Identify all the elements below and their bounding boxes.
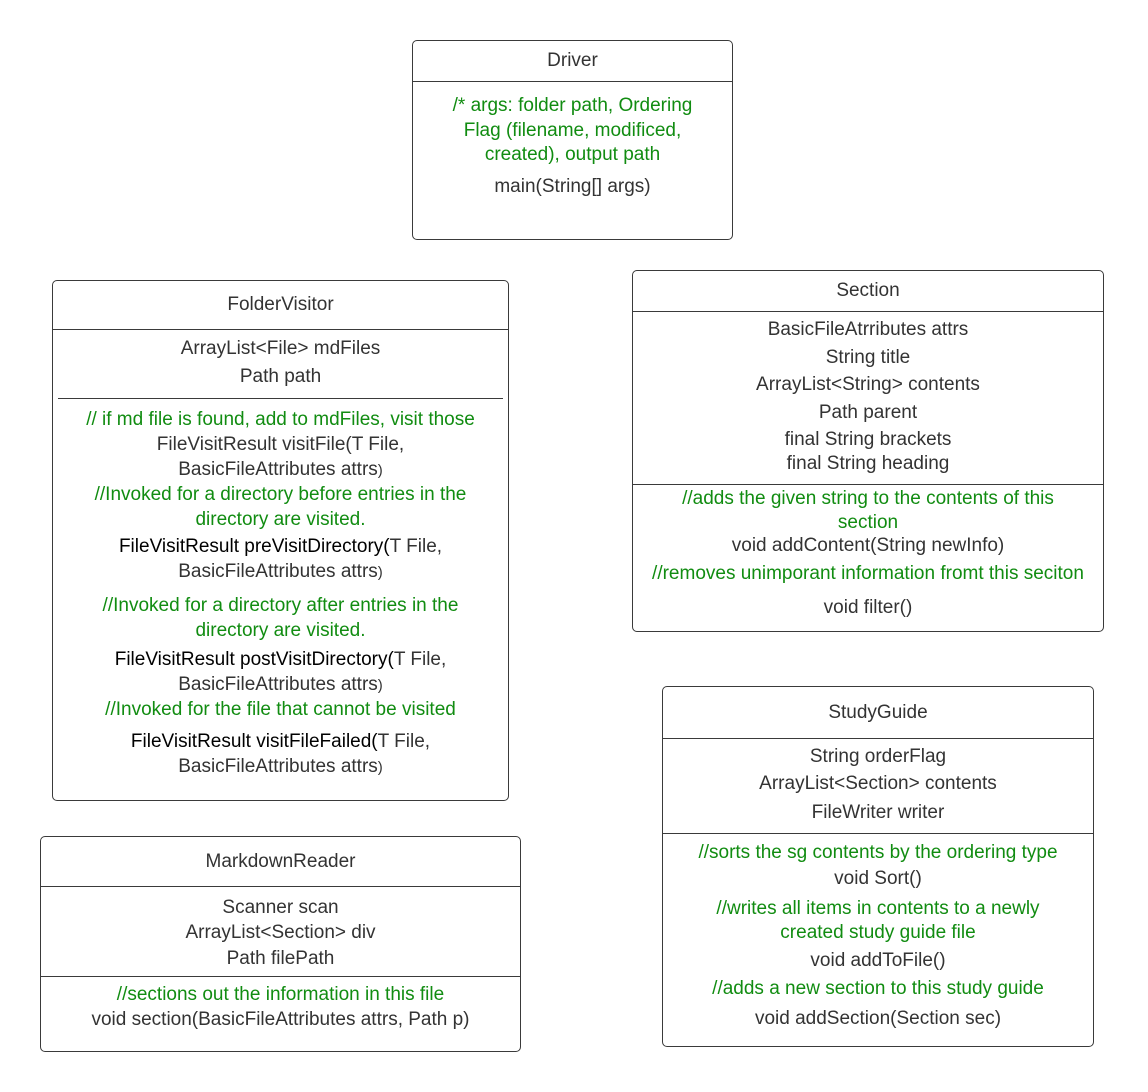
method-signature-cont: BasicFileAttributes attrs) bbox=[178, 756, 383, 777]
field: Path parent bbox=[818, 402, 918, 423]
field: Scanner scan bbox=[222, 897, 339, 918]
field: final String brackets bbox=[784, 429, 952, 450]
method-comment: //writes all items in contents to a newl… bbox=[716, 898, 1040, 919]
method-signature: void addContent(String newInfo) bbox=[731, 535, 1005, 556]
field: BasicFileAtrributes attrs bbox=[767, 319, 969, 340]
field: ArrayList<Section> contents bbox=[759, 773, 997, 794]
compartment-divider bbox=[633, 484, 1103, 485]
driver-comment-line: /* args: folder path, Ordering bbox=[452, 95, 693, 116]
compartment-divider bbox=[663, 833, 1093, 834]
driver-comment-line: created), output path bbox=[484, 144, 661, 165]
field: Path filePath bbox=[226, 948, 335, 969]
class-markdown-reader: MarkdownReader Scanner scan ArrayList<Se… bbox=[40, 836, 521, 1052]
class-name-driver: Driver bbox=[413, 41, 732, 82]
class-study-guide: StudyGuide String orderFlag ArrayList<Se… bbox=[662, 686, 1094, 1047]
method-signature: FileVisitResult postVisitDirectory(T Fil… bbox=[114, 649, 447, 670]
class-folder-visitor: FolderVisitor ArrayList<File> mdFiles Pa… bbox=[52, 280, 509, 801]
method-comment: //Invoked for the file that cannot be vi… bbox=[105, 699, 456, 720]
method-comment: //sections out the information in this f… bbox=[116, 984, 445, 1005]
method-comment: directory are visited. bbox=[195, 509, 366, 530]
compartment-divider bbox=[41, 976, 520, 977]
class-name-section: Section bbox=[633, 271, 1103, 312]
class-name-study-guide: StudyGuide bbox=[663, 687, 1093, 739]
method-signature: void section(BasicFileAttributes attrs, … bbox=[91, 1009, 470, 1030]
field: ArrayList<Section> div bbox=[185, 922, 376, 943]
compartment-divider bbox=[58, 398, 503, 399]
field: String orderFlag bbox=[809, 746, 947, 767]
method-signature-cont: BasicFileAttributes attrs) bbox=[178, 674, 383, 695]
driver-method-main: main(String[] args) bbox=[494, 176, 651, 197]
field: String title bbox=[825, 347, 911, 368]
field: FileWriter writer bbox=[811, 802, 945, 823]
field: Path path bbox=[239, 366, 322, 387]
method-comment: //sorts the sg contents by the ordering … bbox=[698, 842, 1058, 863]
field: final String heading bbox=[786, 453, 950, 474]
method-comment: //Invoked for a directory after entries … bbox=[102, 595, 459, 616]
method-comment: created study guide file bbox=[780, 922, 976, 943]
method-signature: FileVisitResult visitFileFailed(T File, bbox=[130, 731, 431, 752]
method-comment: //Invoked for a directory before entries… bbox=[94, 484, 467, 505]
method-comment: //adds the given string to the contents … bbox=[682, 488, 1054, 509]
class-driver: Driver /* args: folder path, Ordering Fl… bbox=[412, 40, 733, 240]
method-signature: void Sort() bbox=[834, 868, 922, 889]
method-signature: FileVisitResult visitFile(T File, bbox=[156, 434, 405, 455]
method-signature-cont: BasicFileAttributes attrs) bbox=[178, 459, 383, 480]
class-name-folder-visitor: FolderVisitor bbox=[53, 281, 508, 330]
field: ArrayList<String> contents bbox=[756, 374, 980, 395]
method-comment: //adds a new section to this study guide bbox=[712, 978, 1044, 999]
method-signature: void addToFile() bbox=[810, 950, 946, 971]
method-comment: directory are visited. bbox=[195, 620, 366, 641]
method-comment: // if md file is found, add to mdFiles, … bbox=[86, 409, 475, 430]
method-signature-cont: BasicFileAttributes attrs) bbox=[178, 561, 383, 582]
class-name-markdown-reader: MarkdownReader bbox=[41, 837, 520, 887]
driver-comment-line: Flag (filename, modificed, bbox=[463, 120, 682, 141]
method-comment: //removes unimporant information fromt t… bbox=[652, 563, 1084, 584]
method-comment: section bbox=[837, 512, 899, 533]
method-signature: void addSection(Section sec) bbox=[754, 1008, 1002, 1029]
method-signature: FileVisitResult preVisitDirectory(T File… bbox=[118, 536, 443, 557]
method-signature: void filter() bbox=[823, 597, 913, 618]
class-section: Section BasicFileAtrributes attrs String… bbox=[632, 270, 1104, 632]
field: ArrayList<File> mdFiles bbox=[180, 338, 381, 359]
